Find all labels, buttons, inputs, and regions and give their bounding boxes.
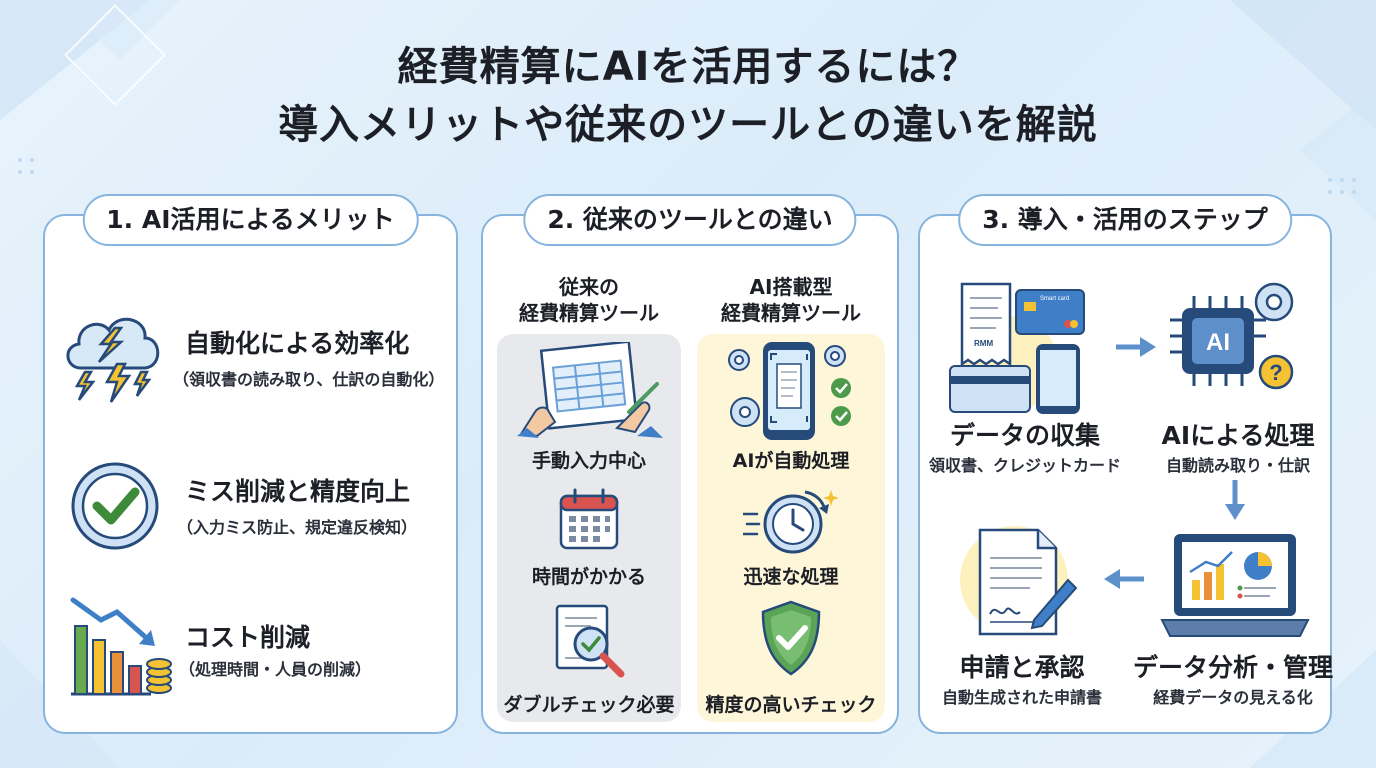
cost-down-chart-icon xyxy=(70,597,172,696)
page-title: 経費精算にAIを活用するには？ 導入メリットや従来のツールとの違いを解説 xyxy=(0,38,1376,154)
step-1-title: データの収集 xyxy=(949,421,1100,450)
arrow-down xyxy=(1225,480,1245,520)
calendar-icon xyxy=(559,488,619,550)
panel-steps: 3. 導入・活用のステップ RMM Smart card データの収集 領収書、… xyxy=(918,194,1333,734)
legacy-tool-header: 従来の 経費精算ツール xyxy=(519,275,659,325)
legacy-item-2: 時間がかかる xyxy=(531,566,646,588)
receipt-text: RMM xyxy=(974,339,993,348)
check-circle-icon xyxy=(71,462,159,550)
legacy-tool-column: 手動入力中心 時間がかかる ダブルチェック必要 xyxy=(497,334,681,722)
step-4-sub: 自動生成された申請書 xyxy=(941,688,1102,707)
arrow-left xyxy=(1104,569,1144,589)
step-4-title: 申請と承認 xyxy=(959,653,1085,682)
ai-item-1: AIが自動処理 xyxy=(732,450,850,472)
chip-text: AI xyxy=(1206,329,1230,356)
merit-3-sub: （処理時間・人員の削減） xyxy=(179,660,372,679)
ai-item-3: 精度の高いチェック xyxy=(705,694,877,716)
card-text: Smart card xyxy=(1040,296,1069,302)
arrow-right xyxy=(1116,337,1156,357)
data-collection-icon: RMM Smart card xyxy=(949,282,1085,414)
cloud-lightning-icon xyxy=(66,317,160,403)
panel-merits-heading: 1. AI活用によるメリット xyxy=(82,194,419,246)
magnifier-document-icon xyxy=(555,604,625,678)
panel-steps-heading: 3. 導入・活用のステップ xyxy=(958,194,1292,246)
laptop-analytics-icon xyxy=(1160,534,1310,637)
ai-chip-icon: AI ? xyxy=(1170,282,1294,390)
step-3-title: データ分析・管理 xyxy=(1132,653,1333,682)
merit-2-title: ミス削減と精度向上 xyxy=(185,477,411,506)
fast-clock-icon xyxy=(743,490,839,554)
title-line-2: 導入メリットや従来のツールとの違いを解説 xyxy=(278,102,1098,148)
title-line-1: 経費精算にAIを活用するには？ xyxy=(397,44,979,90)
panel-merits: 1. AI活用によるメリット 自動化による効率化 （領収書の読み取り、仕訳の自動… xyxy=(43,194,458,734)
step-1-sub: 領収書、クレジットカード xyxy=(928,456,1121,475)
legacy-item-1: 手動入力中心 xyxy=(531,450,646,472)
panel-comparison: 2. 従来のツールとの違い 従来の 経費精算ツール AI搭載型 経費精算ツール … xyxy=(481,194,899,734)
ai-item-2: 迅速な処理 xyxy=(743,566,839,588)
merit-2-sub: （入力ミス防止、規定違反検知） xyxy=(177,518,418,537)
step-2-sub: 自動読み取り・仕訳 xyxy=(1165,456,1310,475)
ai-tool-column: AIが自動処理 迅速な処理 精度の高いチェック xyxy=(697,334,885,722)
legacy-item-3: ダブルチェック必要 xyxy=(503,694,675,716)
question-mark-icon: ? xyxy=(1269,360,1282,385)
panel-comparison-heading: 2. 従来のツールとの違い xyxy=(523,194,857,246)
step-3-sub: 経費データの見える化 xyxy=(1153,688,1313,707)
merit-3-title: コスト削減 xyxy=(185,623,311,652)
step-2-title: AIによる処理 xyxy=(1161,421,1315,450)
shield-check-icon xyxy=(761,600,821,676)
signed-application-icon xyxy=(960,526,1078,636)
ai-tool-header: AI搭載型 経費精算ツール xyxy=(721,275,861,325)
manual-entry-form-icon xyxy=(517,342,663,438)
smartphone-scan-icon xyxy=(728,342,851,440)
merit-1-title: 自動化による効率化 xyxy=(185,329,410,358)
merit-1-sub: （領収書の読み取り、仕訳の自動化） xyxy=(173,370,445,389)
